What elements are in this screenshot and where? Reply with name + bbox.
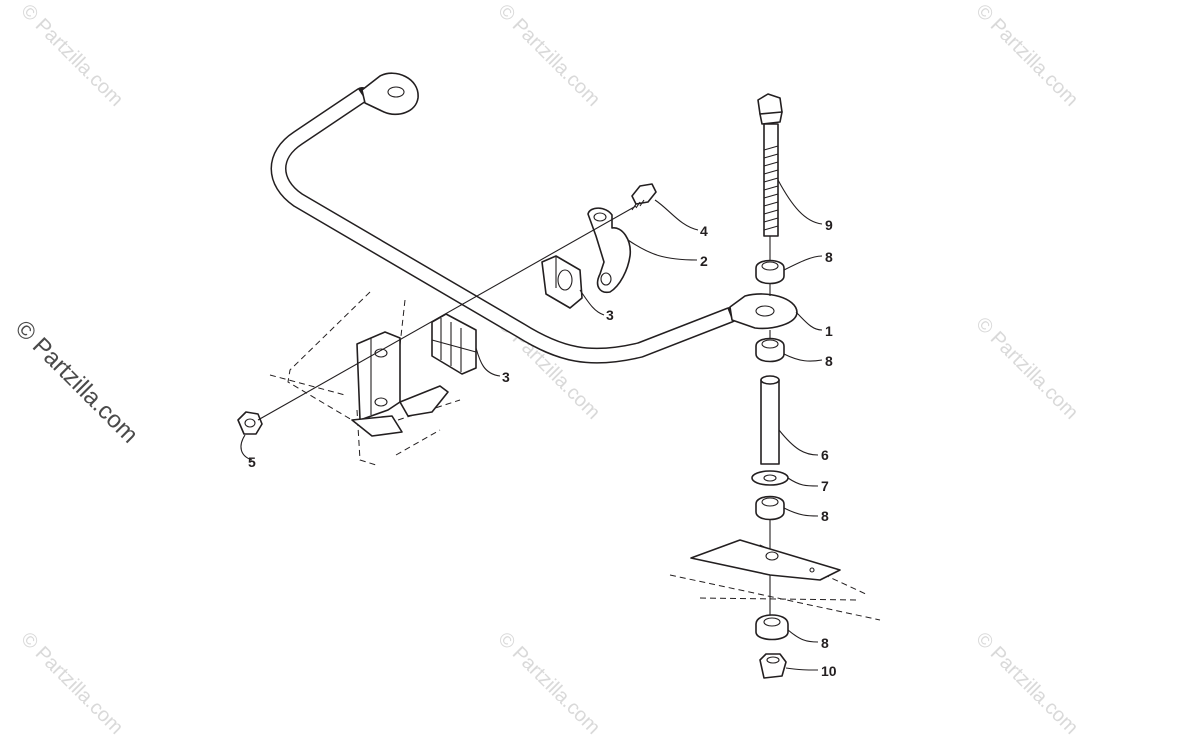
mounting-plate bbox=[690, 539, 841, 581]
grommet-bottom[interactable] bbox=[755, 614, 789, 641]
grommet-top[interactable] bbox=[755, 259, 785, 285]
frame-bracket bbox=[351, 331, 449, 437]
watermark-layer: © Partzilla.com © Partzilla.com © Partzi… bbox=[10, 0, 1083, 739]
watermark-text: © Partzilla.com bbox=[971, 628, 1082, 739]
watermark-text: © Partzilla.com bbox=[971, 313, 1082, 424]
callout-7: 7 bbox=[821, 478, 829, 494]
grommet-lower-mid[interactable] bbox=[755, 495, 785, 521]
bushing-clamp[interactable] bbox=[587, 207, 632, 294]
nut[interactable] bbox=[237, 411, 263, 435]
callout-9: 9 bbox=[825, 217, 833, 233]
bushing-lower[interactable] bbox=[431, 313, 477, 375]
watermark-text: © Partzilla.com bbox=[16, 0, 127, 111]
callout-8-upper-mid: 8 bbox=[825, 353, 833, 369]
bushing-upper[interactable] bbox=[541, 255, 583, 309]
spacer-sleeve[interactable] bbox=[760, 375, 780, 465]
grommet-upper-mid[interactable] bbox=[755, 337, 785, 363]
assembly-axis bbox=[257, 205, 637, 421]
lock-nut[interactable] bbox=[759, 653, 787, 679]
callout-4: 4 bbox=[700, 223, 708, 239]
callout-6: 6 bbox=[821, 447, 829, 463]
watermark-text: © Partzilla.com bbox=[493, 628, 604, 739]
watermark-text: © Partzilla.com bbox=[16, 628, 127, 739]
callout-1: 1 bbox=[825, 323, 833, 339]
callout-8-top: 8 bbox=[825, 249, 833, 265]
bolt[interactable] bbox=[631, 183, 657, 211]
leader-lines bbox=[240, 179, 823, 671]
stabilizer-bar[interactable] bbox=[270, 72, 798, 364]
watermark-text: © Partzilla.com bbox=[493, 0, 604, 111]
callout-3-upper: 3 bbox=[606, 307, 614, 323]
callout-10: 10 bbox=[821, 663, 837, 679]
callout-3-lower: 3 bbox=[502, 369, 510, 385]
callout-8-bottom: 8 bbox=[821, 635, 829, 651]
watermark-text: © Partzilla.com bbox=[971, 0, 1082, 111]
callout-2: 2 bbox=[700, 253, 708, 269]
side-watermark-text: © Partzilla.com bbox=[10, 315, 143, 448]
long-bolt[interactable] bbox=[757, 93, 783, 237]
washer[interactable] bbox=[751, 470, 789, 486]
callouts: 4 2 3 3 5 9 8 1 8 6 7 8 8 10 bbox=[248, 217, 837, 679]
callout-5: 5 bbox=[248, 454, 256, 470]
callout-8-lower-mid: 8 bbox=[821, 508, 829, 524]
